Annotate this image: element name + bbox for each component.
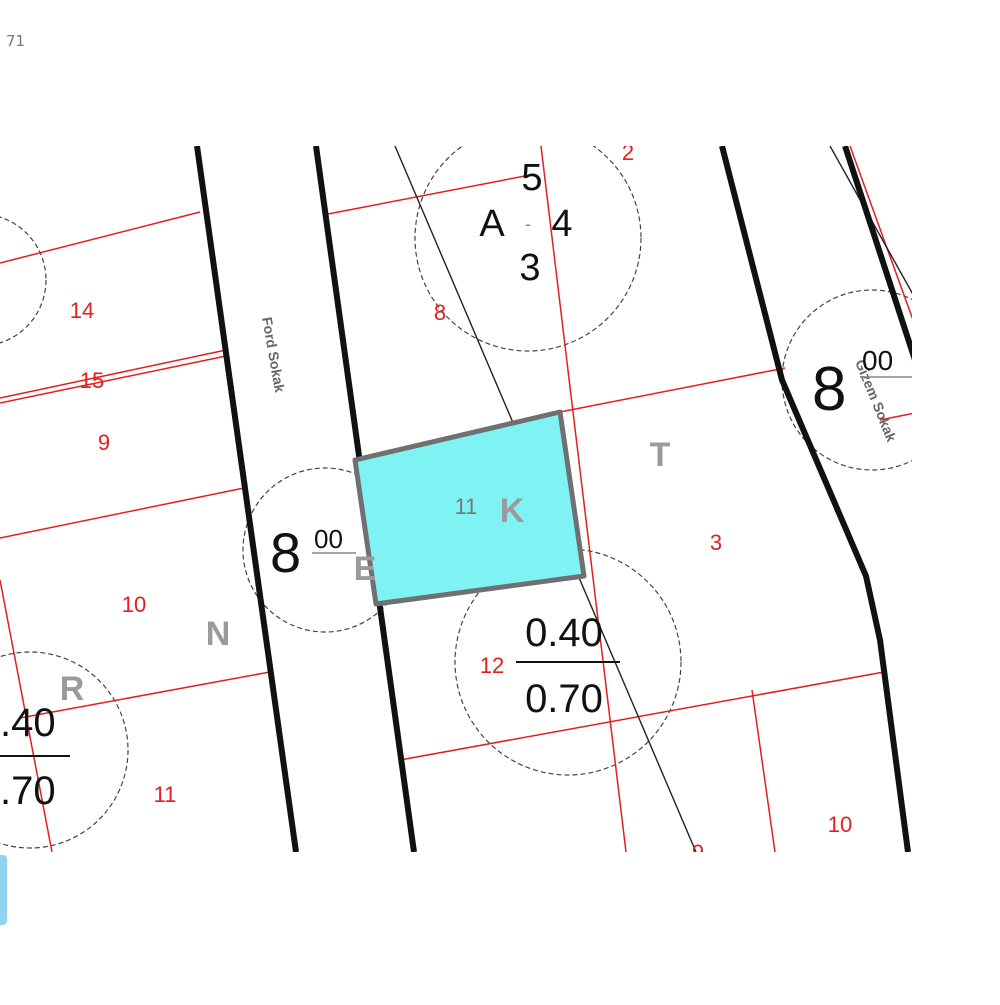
parcel-number: 2 xyxy=(622,140,634,165)
zone-circle xyxy=(0,651,129,849)
block-letter: A xyxy=(479,203,505,245)
watermark-letter: R xyxy=(60,670,85,708)
watermark-letter: E xyxy=(354,550,377,588)
parcel-number: 11 xyxy=(154,782,177,807)
watermark-letter: T xyxy=(650,436,671,474)
parcel-number: 8 xyxy=(434,300,446,325)
parcel-number: 10 xyxy=(828,812,852,837)
zone-circle xyxy=(0,216,47,344)
block-dash: - xyxy=(525,214,531,234)
block-number-top: 5 xyxy=(521,157,542,199)
map-id-label: 71 xyxy=(6,32,26,50)
road-width-decimals: 00 xyxy=(314,524,343,554)
density-ratio: .40 .70 xyxy=(0,701,70,813)
ratio-top: .40 xyxy=(0,701,56,745)
road-width-decimals: 00 xyxy=(862,345,893,376)
ratio-bottom: .70 xyxy=(0,769,56,813)
block-number-bottom: 3 xyxy=(519,247,540,289)
watermark: N E K T R R xyxy=(60,332,951,708)
parcel-number: 14 xyxy=(70,298,94,323)
density-ratio: 0.40 0.70 xyxy=(516,611,620,721)
parcel-boundaries xyxy=(0,146,912,852)
road-width-label: 8 00 xyxy=(270,521,356,584)
parcel-number: 10 xyxy=(122,592,146,617)
parcel-number: 12 xyxy=(480,653,504,678)
road-width-value: 8 xyxy=(812,355,846,424)
road-width-value: 8 xyxy=(270,521,301,584)
zone-circle xyxy=(414,146,642,352)
parcel-number: 3 xyxy=(710,530,722,555)
parcel-number: 9 xyxy=(98,430,110,455)
road-width-label: 8 00 xyxy=(812,345,912,424)
ratio-top: 0.40 xyxy=(525,611,603,655)
ratio-bottom: 0.70 xyxy=(525,677,603,721)
parcel-number-labels: 14 15 9 10 11 8 2 3 12 10 9 xyxy=(70,140,852,865)
selected-parcel[interactable] xyxy=(352,409,587,607)
watermark-letter: N xyxy=(206,615,231,653)
watermark-letter: R xyxy=(926,332,951,370)
street-name: Ford Sokak xyxy=(259,316,288,394)
road-edges xyxy=(194,146,912,852)
block-number-right: 4 xyxy=(551,203,572,245)
parcel-number: 9 xyxy=(692,840,704,865)
parcel-number: 15 xyxy=(80,368,104,393)
watermark-letter: K xyxy=(500,492,525,530)
side-panel-tab[interactable] xyxy=(0,855,7,925)
selected-parcel-number: 11 xyxy=(455,494,478,519)
block-label: 5 A 4 3 - xyxy=(479,157,572,289)
